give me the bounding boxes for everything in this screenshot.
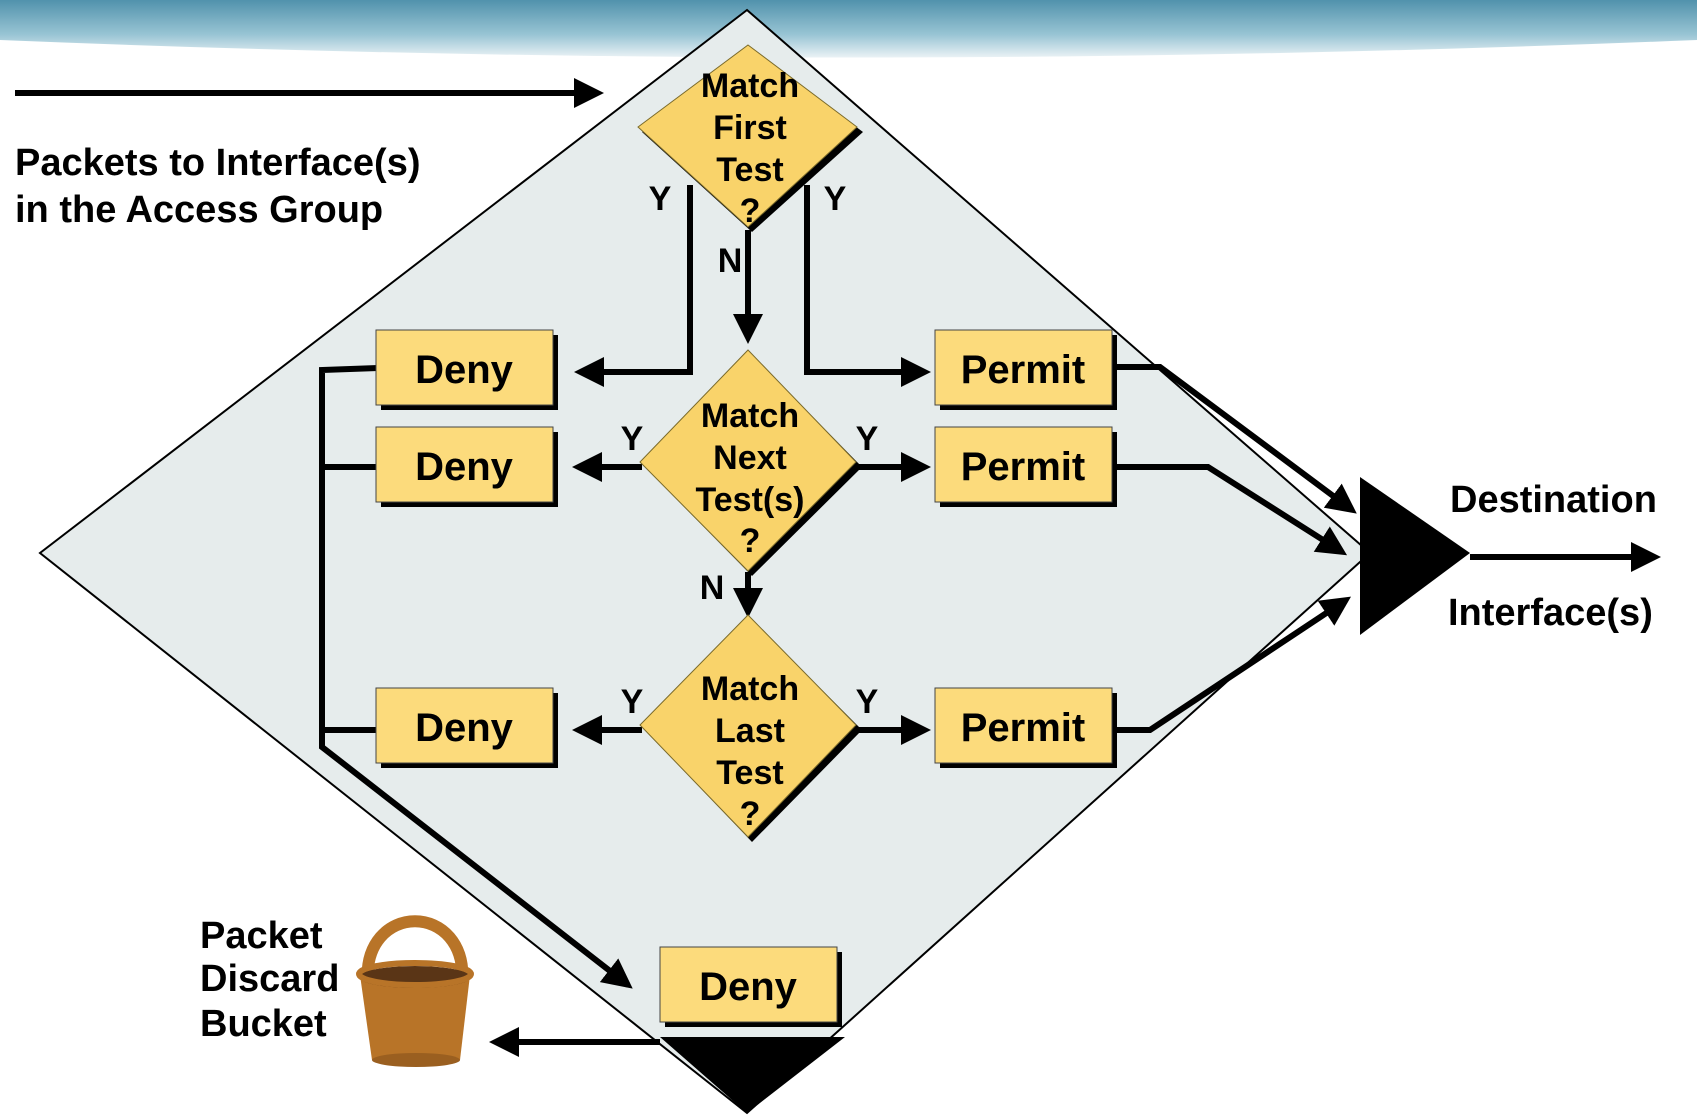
deny-box-2-label: Deny [415,445,514,489]
bucket-label-line3: Bucket [200,1003,327,1045]
deny-box-1-label: Deny [415,348,514,392]
permit-box-3: Permit [934,687,1117,768]
decision-first-line1: Match [701,67,799,105]
branch-no-next: N [700,569,725,607]
deny-box-2: Deny [375,426,558,507]
top-banner [0,0,1697,58]
decision-next-line1: Match [701,397,799,435]
deny-box-3-label: Deny [415,706,514,750]
deny-box-1: Deny [375,329,558,410]
destination-funnel [1360,477,1470,635]
decision-last: Match Last Test ? [639,614,862,842]
destination-label-line1: Destination [1450,479,1657,521]
destination-label-line2: Interface(s) [1448,592,1653,634]
decision-first: Match First Test ? [637,44,863,232]
input-label-line1: Packets to Interface(s) [15,142,421,184]
decision-first-line2: First [713,109,787,147]
decision-next-line3: Test(s) [696,481,805,519]
branch-yes-last-left: Y [621,683,644,721]
deny-box-3: Deny [375,687,558,768]
bucket-label-line1: Packet [200,915,323,957]
branch-yes-first-right: Y [824,180,847,218]
final-deny-label: Deny [699,965,798,1009]
permit-box-1-label: Permit [961,348,1086,392]
branch-yes-first-left: Y [649,180,672,218]
branch-yes-last-right: Y [856,683,879,721]
final-deny-box: Deny [659,946,842,1027]
decision-next: Match Next Test(s) ? [639,349,862,576]
decision-first-line3: Test [716,151,783,189]
decision-last-line2: Last [715,712,785,750]
permit-box-3-label: Permit [961,706,1086,750]
connectors [319,185,1661,1057]
decision-first-line4: ? [740,192,761,230]
bucket-label-line2: Discard [200,958,339,1000]
input-label-line2: in the Access Group [15,189,383,231]
decision-next-line2: Next [713,439,787,477]
branch-no-first: N [718,242,743,280]
permit-box-1: Permit [934,329,1117,410]
discard-funnel [660,1037,845,1113]
decision-last-line3: Test [716,754,783,792]
decision-next-line4: ? [740,522,761,560]
decision-last-line4: ? [740,795,761,833]
decision-last-line1: Match [701,670,799,708]
permit-box-2: Permit [934,426,1117,507]
bucket-icon [356,915,474,1067]
permit-box-2-label: Permit [961,445,1086,489]
branch-yes-next-left: Y [621,420,644,458]
branch-yes-next-right: Y [856,420,879,458]
